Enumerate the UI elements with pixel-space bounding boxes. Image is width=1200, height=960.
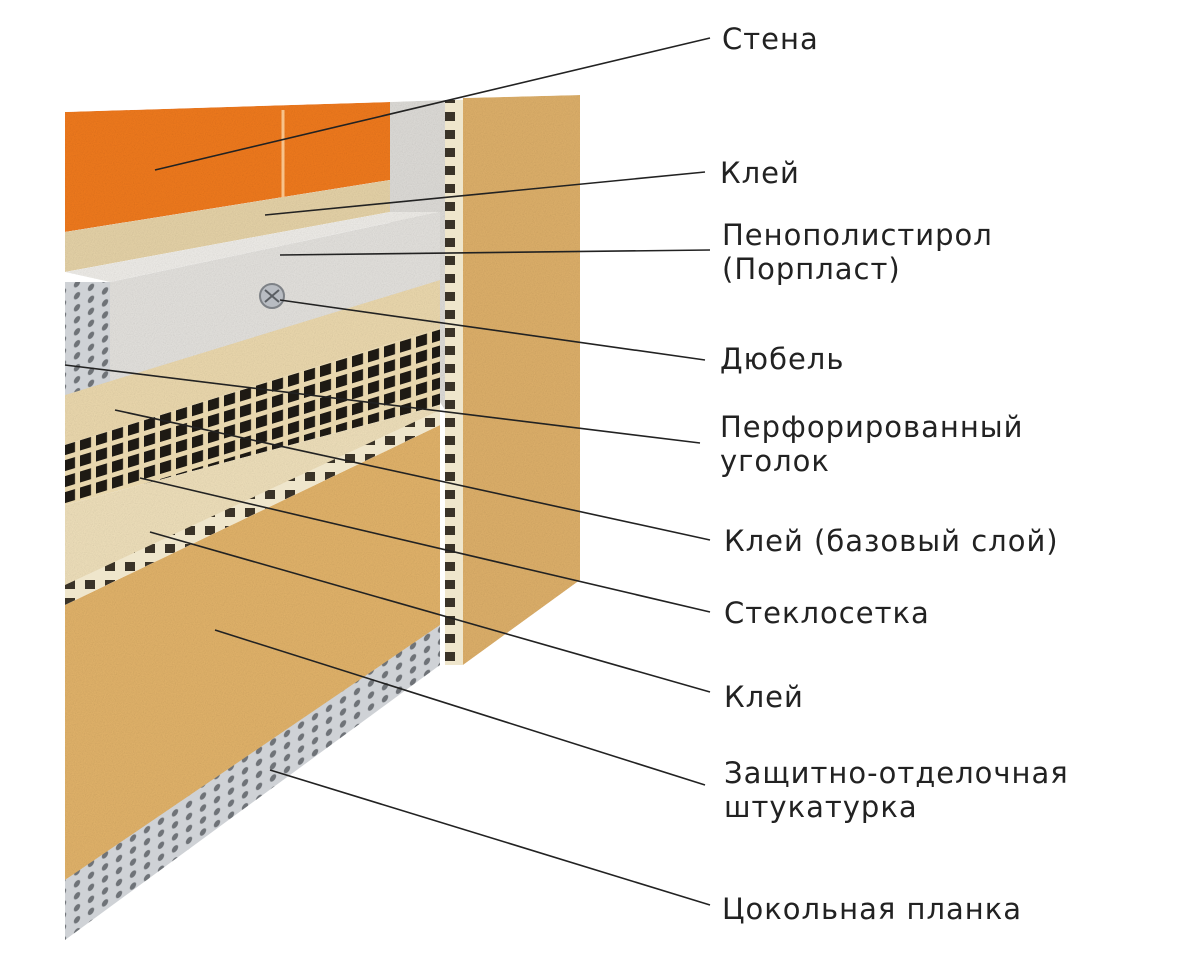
label-dowel: Дюбель: [720, 342, 845, 376]
leader-base-glue: [114, 409, 711, 541]
plinth-strip: [65, 625, 440, 940]
leader-eps: [279, 249, 711, 256]
leader-mesh: [139, 477, 711, 613]
label-corner-line1: Перфорированный: [720, 410, 1024, 444]
label-mesh: Стеклосетка: [724, 596, 930, 630]
label-plaster: Защитно-отделочная штукатурка: [724, 756, 1069, 824]
leader-glue: [264, 171, 706, 216]
brick-wall-layer: [65, 102, 390, 232]
leader-plaster: [214, 629, 706, 786]
label-plinth: Цокольная планка: [722, 892, 1023, 926]
perforated-corner-left: [65, 282, 110, 395]
dowel-icon: [259, 283, 285, 309]
plaster-front: [65, 425, 440, 880]
label-corner: Перфорированный уголок: [720, 410, 1024, 478]
label-wall: Стена: [722, 22, 819, 56]
base-glue-layer: [65, 280, 440, 445]
glue-layer: [65, 180, 390, 272]
leader-plinth: [269, 769, 711, 906]
leader-wall: [154, 37, 711, 171]
leader-lines: [64, 37, 711, 906]
label-eps-line2: (Порпласт): [722, 252, 901, 286]
eps-top: [65, 212, 440, 282]
label-base-glue: Клей (базовый слой): [724, 524, 1059, 558]
label-plaster-line2: штукатурка: [724, 790, 918, 824]
label-eps-line1: Пенополистирол: [722, 218, 993, 252]
label-eps: Пенополистирол (Порпласт): [722, 218, 993, 286]
label-glue2: Клей: [724, 680, 804, 714]
leader-corner: [64, 364, 701, 444]
vertical-perforated-corner: [445, 100, 463, 665]
leader-glue2: [149, 531, 711, 693]
fiberglass-mesh: [65, 328, 440, 505]
plaster-panel: [463, 95, 580, 665]
label-glue: Клей: [720, 156, 800, 190]
perforated-strip: [65, 410, 440, 605]
label-plaster-line1: Защитно-отделочная: [724, 756, 1069, 790]
leader-dowel: [279, 299, 706, 361]
label-corner-line2: уголок: [720, 444, 830, 478]
